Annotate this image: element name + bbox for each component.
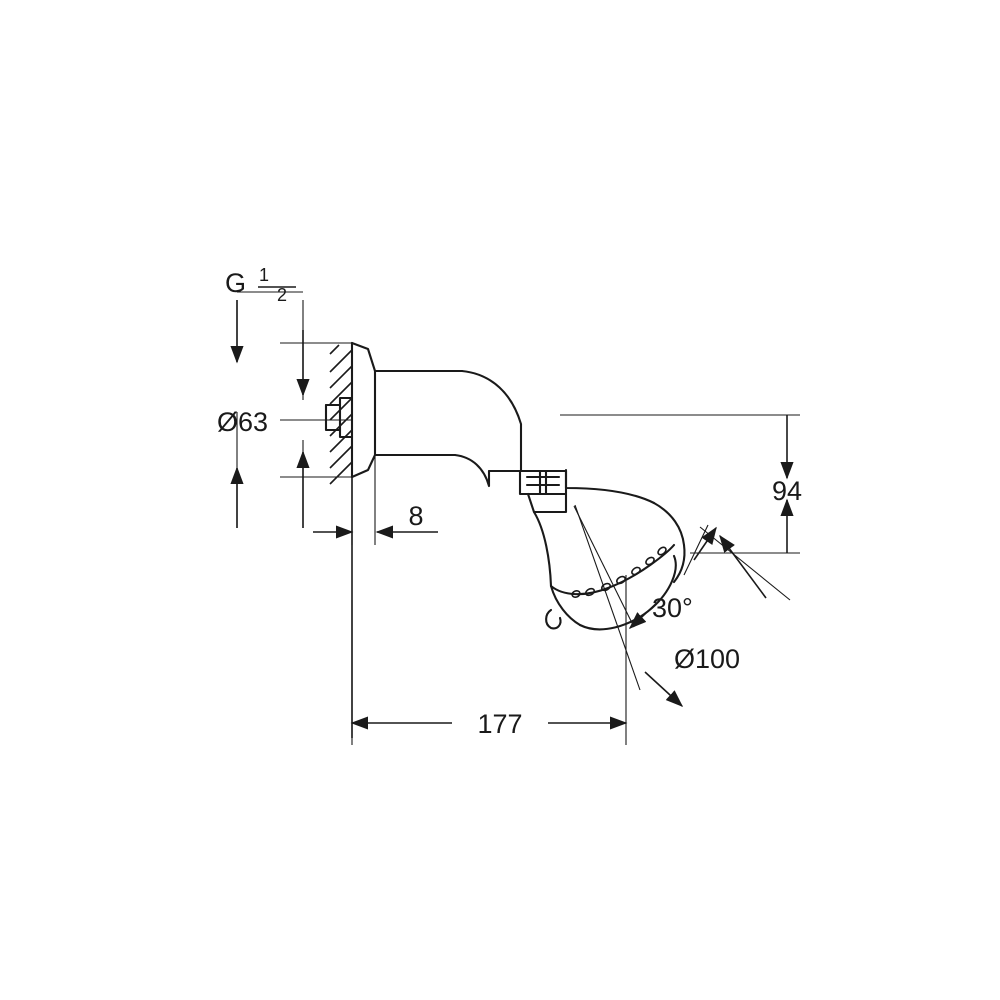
dimension-label-thread-numerator: 1	[259, 265, 269, 285]
dimension-label-thread-denominator: 2	[277, 285, 287, 305]
dimension-label-flange-depth: 8	[408, 501, 423, 531]
spray-nozzle-ring	[571, 546, 667, 598]
dimension-label-head-diameter: Ø100	[674, 644, 740, 674]
dimension-label-height: 94	[772, 476, 802, 506]
extension-lines	[236, 291, 800, 745]
dimension-label-projection: 177	[477, 709, 522, 739]
dimension-label-thread: G	[225, 268, 246, 298]
dimension-labels: G 1 2 Ø63 8 94 30° Ø100 177	[217, 265, 802, 739]
product-outline	[324, 341, 686, 631]
dimension-label-flange-diameter: Ø63	[217, 407, 268, 437]
dimension-lines	[230, 300, 794, 730]
dimension-label-spray-angle: 30°	[652, 593, 693, 623]
